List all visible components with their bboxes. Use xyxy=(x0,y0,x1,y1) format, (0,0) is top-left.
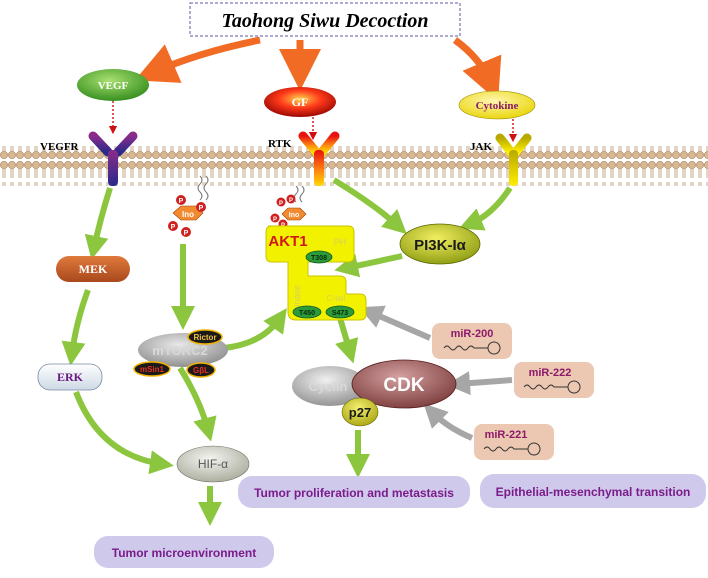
phosphate-label: P xyxy=(199,205,204,212)
msin1-label: mSin1 xyxy=(140,365,165,374)
ctail-domain-label: C-tail xyxy=(327,294,346,303)
arrow-title-to-vegf xyxy=(134,36,261,83)
phosphate-label: P xyxy=(289,198,293,204)
hairpin-icon xyxy=(443,345,488,351)
cdk-label: CDK xyxy=(383,375,424,396)
vegf-label: VEGF xyxy=(98,80,129,92)
erk-node xyxy=(37,363,103,391)
ino-left-label: Ino xyxy=(182,210,194,219)
arrow-mtorc2-to-hif xyxy=(177,366,217,442)
p27-label: p27 xyxy=(349,405,371,420)
cdk-node xyxy=(351,359,457,409)
arrow-title-to-cytokine xyxy=(452,37,502,102)
gf-label: GF xyxy=(292,95,309,109)
emt-label: Epithelial-mesenchymal transition xyxy=(496,485,691,499)
phosphate-label: P xyxy=(184,230,189,237)
phosphate-label: P xyxy=(179,198,184,205)
arrow-mtorc2-to-akt xyxy=(223,308,287,351)
t450-label: T450 xyxy=(299,310,315,317)
arrow-rtk-to-pi3k xyxy=(332,177,407,235)
mir221-box: miR-221 xyxy=(474,424,554,460)
proliferation-outcome xyxy=(238,476,470,508)
rictor-node xyxy=(187,329,223,345)
mek-label: MEK xyxy=(79,262,108,276)
ino-left-lipid-tail xyxy=(197,175,209,201)
t308-site xyxy=(305,250,333,264)
t308-label: T308 xyxy=(311,255,327,262)
arrow-akt-to-cdk xyxy=(335,317,359,364)
erk-label: ERK xyxy=(57,370,84,384)
arrow-pi3k-to-akt xyxy=(334,253,403,278)
microenvironment-outcome xyxy=(94,536,274,568)
kinase-domain-label: kinase xyxy=(292,285,302,311)
mek-node xyxy=(56,256,130,282)
mir222-box: miR-222 xyxy=(514,362,594,398)
hairpin-icon xyxy=(523,384,568,390)
emt-outcome xyxy=(480,474,706,508)
diagram-title: Taohong Siwu Decoction xyxy=(221,10,428,32)
mir200-label: miR-200 xyxy=(451,328,494,340)
rtk-receptor xyxy=(298,131,340,186)
ph-domain-label: PH xyxy=(334,237,347,247)
cyclin-node xyxy=(292,366,368,406)
phosphate-label: P xyxy=(273,217,277,223)
cytokine-label: Cytokine xyxy=(476,100,519,112)
arrow-mir200-to-akt xyxy=(358,305,432,341)
arrow-mir221-to-cdk xyxy=(423,403,474,441)
hif-label: HIF-α xyxy=(198,457,228,471)
vegfr-receptor xyxy=(88,131,138,186)
mir222-label: miR-222 xyxy=(529,367,572,379)
phosphate-label: P xyxy=(171,224,176,231)
jak-receptor xyxy=(495,133,532,186)
ino-left-node xyxy=(172,205,204,221)
s473-site xyxy=(325,305,355,319)
akt1-node xyxy=(265,225,367,321)
rtk-label: RTK xyxy=(268,138,292,150)
rictor-label: Rictor xyxy=(193,333,216,342)
msin1-node xyxy=(133,361,171,377)
phosphate-label: P xyxy=(279,201,283,207)
gf-ligand xyxy=(264,87,336,117)
vegf-ligand xyxy=(77,69,149,101)
cytokine-ligand xyxy=(458,90,536,120)
hairpin-icon xyxy=(483,446,528,452)
gbl-label: GβL xyxy=(193,366,209,375)
arrow-mir222-to-cdk xyxy=(446,371,513,396)
hif-node xyxy=(176,445,250,483)
ino-akt-node xyxy=(281,207,307,221)
microenvironment-label: Tumor microenvironment xyxy=(112,546,256,560)
ino-akt-label: Ino xyxy=(289,212,300,219)
pi3k-label: PI3K-Iα xyxy=(414,237,467,254)
gbl-node xyxy=(186,362,216,378)
mir221-label: miR-221 xyxy=(485,429,528,441)
mir200-box: miR-200 xyxy=(432,323,512,359)
pi3k-node xyxy=(399,223,481,265)
arrow-jak-to-pi3k xyxy=(458,186,513,231)
vegfr-label: VEGFR xyxy=(40,141,80,153)
arrow-mek-to-erk xyxy=(61,288,91,366)
ino-left-phosphates: P P P P xyxy=(168,195,206,237)
mtorc2-label: mTORC2 xyxy=(152,343,207,358)
arrow-erk-to-hif xyxy=(73,390,174,475)
jak-label: JAK xyxy=(470,141,492,153)
cyclin-label: Cyclin xyxy=(308,379,347,394)
arrow-vegfr-to-mek xyxy=(84,187,113,260)
p27-node xyxy=(341,397,379,427)
proliferation-label: Tumor proliferation and metastasis xyxy=(254,486,454,500)
s473-label: S473 xyxy=(332,310,348,317)
ino-akt-lipid-tail xyxy=(293,185,305,203)
t450-site xyxy=(292,305,322,319)
akt1-label: AKT1 xyxy=(268,233,307,250)
title-box xyxy=(189,2,461,37)
